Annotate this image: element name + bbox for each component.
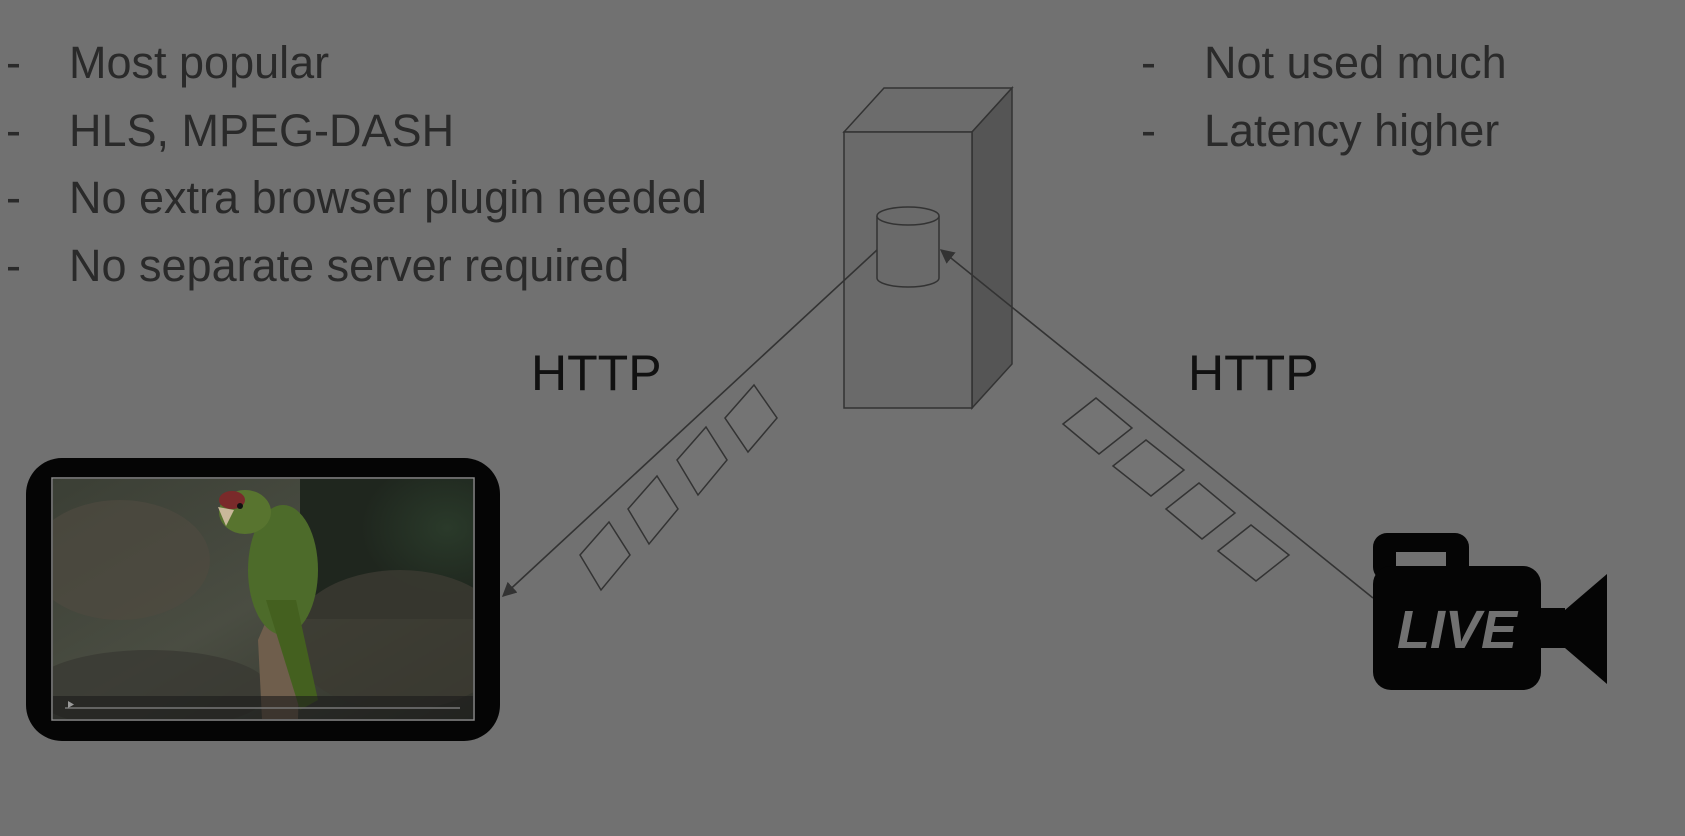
- bullet-dash: -: [6, 104, 21, 156]
- data-chunk: [1111, 439, 1186, 497]
- data-chunk: [724, 383, 778, 454]
- data-chunk: [1164, 482, 1237, 540]
- bullet-text: No separate server required: [69, 239, 630, 291]
- data-chunk: [1061, 397, 1134, 455]
- data-chunk: [579, 520, 631, 592]
- http-label-left: HTTP: [531, 345, 662, 401]
- data-chunk: [1216, 524, 1291, 582]
- http-arrow-to-server: [939, 249, 1374, 599]
- bullet-dash: -: [1141, 104, 1156, 156]
- bullet-text: Most popular: [69, 37, 330, 88]
- data-chunk: [676, 425, 728, 497]
- bullet-text: Latency higher: [1204, 104, 1500, 156]
- live-label: LIVE: [1397, 600, 1519, 660]
- tablet-video-icon: [26, 458, 500, 741]
- bullet-dash: -: [6, 37, 21, 88]
- data-chunk: [627, 474, 679, 546]
- chunks-right: [1061, 397, 1291, 582]
- bullet-dash: -: [6, 239, 21, 291]
- bullet-text: No extra browser plugin needed: [69, 172, 707, 223]
- bullet-dash: -: [6, 172, 21, 223]
- http-label-right: HTTP: [1188, 345, 1319, 401]
- live-camera-icon: [1373, 533, 1607, 690]
- bullet-dash: -: [1141, 37, 1156, 88]
- database-icon: [876, 206, 940, 288]
- http-arrow-to-viewer: [501, 249, 878, 597]
- bullet-text: HLS, MPEG-DASH: [69, 104, 455, 156]
- chunks-left: [579, 383, 778, 592]
- bullet-text: Not used much: [1204, 37, 1507, 88]
